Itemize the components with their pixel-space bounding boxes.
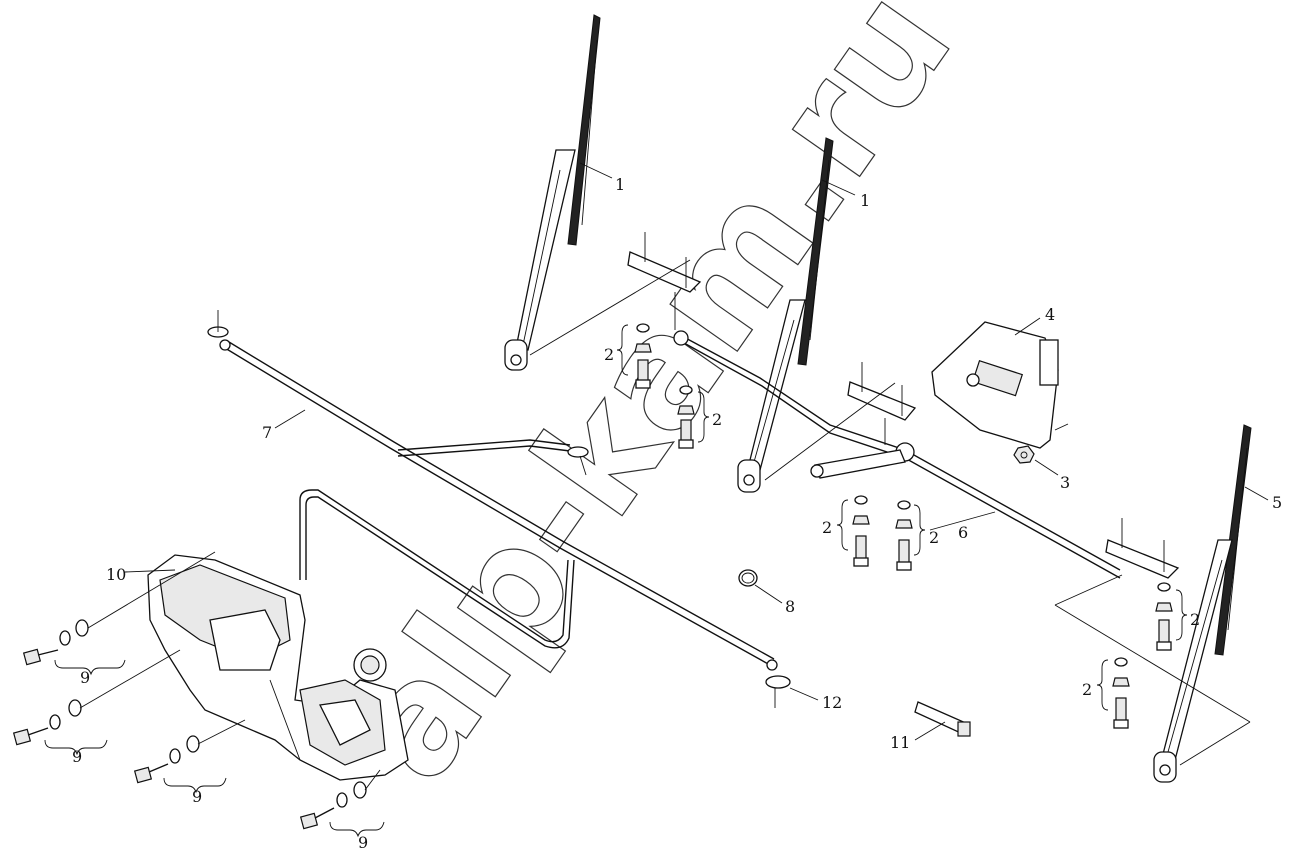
callouts: 1 1 2 2 2 2 2 2 3 4 5 6 7 8 9 9 9 9 10 1…	[72, 175, 1282, 852]
bolt-sets	[12, 551, 385, 838]
bolt-set-b	[12, 699, 108, 756]
nozzle-left	[207, 310, 231, 351]
callout-5: 5	[1272, 493, 1282, 512]
callout-2c: 2	[822, 518, 832, 537]
callout-2d: 2	[929, 528, 939, 547]
fastener-stack-a	[634, 323, 652, 389]
fastener-stack-d	[895, 500, 913, 571]
callout-10: 10	[106, 565, 126, 584]
callout-3: 3	[1060, 473, 1070, 492]
linkage-rod	[673, 330, 1121, 579]
pivot-bracket-left	[627, 232, 702, 330]
callout-9b: 9	[72, 747, 82, 766]
washer-reservoir	[147, 554, 409, 781]
callout-1a: 1	[615, 175, 625, 194]
callout-12: 12	[822, 693, 842, 712]
callout-9c: 9	[192, 787, 202, 806]
callout-7: 7	[262, 423, 272, 442]
wiper-motor	[931, 321, 1069, 449]
hose-clamp	[738, 569, 758, 587]
wiper-blade-left	[504, 14, 601, 371]
leader-lines	[124, 162, 1269, 741]
callout-1b: 1	[860, 191, 870, 210]
fastener-stack-b	[677, 385, 695, 449]
pivot-bracket-right	[1054, 518, 1251, 766]
callout-9d: 9	[358, 833, 368, 852]
fastener-stack-f	[1112, 657, 1130, 729]
fastener-stack-e	[1155, 582, 1173, 651]
callout-2e: 2	[1190, 610, 1200, 629]
callout-6: 6	[958, 523, 968, 542]
fastener-stack-c	[852, 495, 870, 567]
washer-hose	[207, 310, 791, 708]
pivot-bracket-middle	[847, 362, 917, 445]
callout-9a: 9	[80, 668, 90, 687]
nozzle-middle	[567, 446, 589, 476]
nut	[1013, 445, 1035, 464]
callout-4: 4	[1045, 305, 1055, 324]
wiper-blade-right	[1153, 424, 1252, 783]
fastener-stacks	[616, 323, 1188, 729]
callout-2a: 2	[604, 345, 614, 364]
callout-2b: 2	[712, 410, 722, 429]
bolt-set-c	[133, 735, 227, 794]
bolt-set-d	[299, 781, 385, 838]
bolt-set-a	[22, 619, 126, 676]
connector	[914, 701, 971, 737]
wiper-blade-middle	[737, 137, 834, 493]
callout-11: 11	[890, 733, 910, 752]
callout-8: 8	[785, 597, 795, 616]
callout-2f: 2	[1082, 680, 1092, 699]
nozzle-right	[765, 659, 791, 708]
